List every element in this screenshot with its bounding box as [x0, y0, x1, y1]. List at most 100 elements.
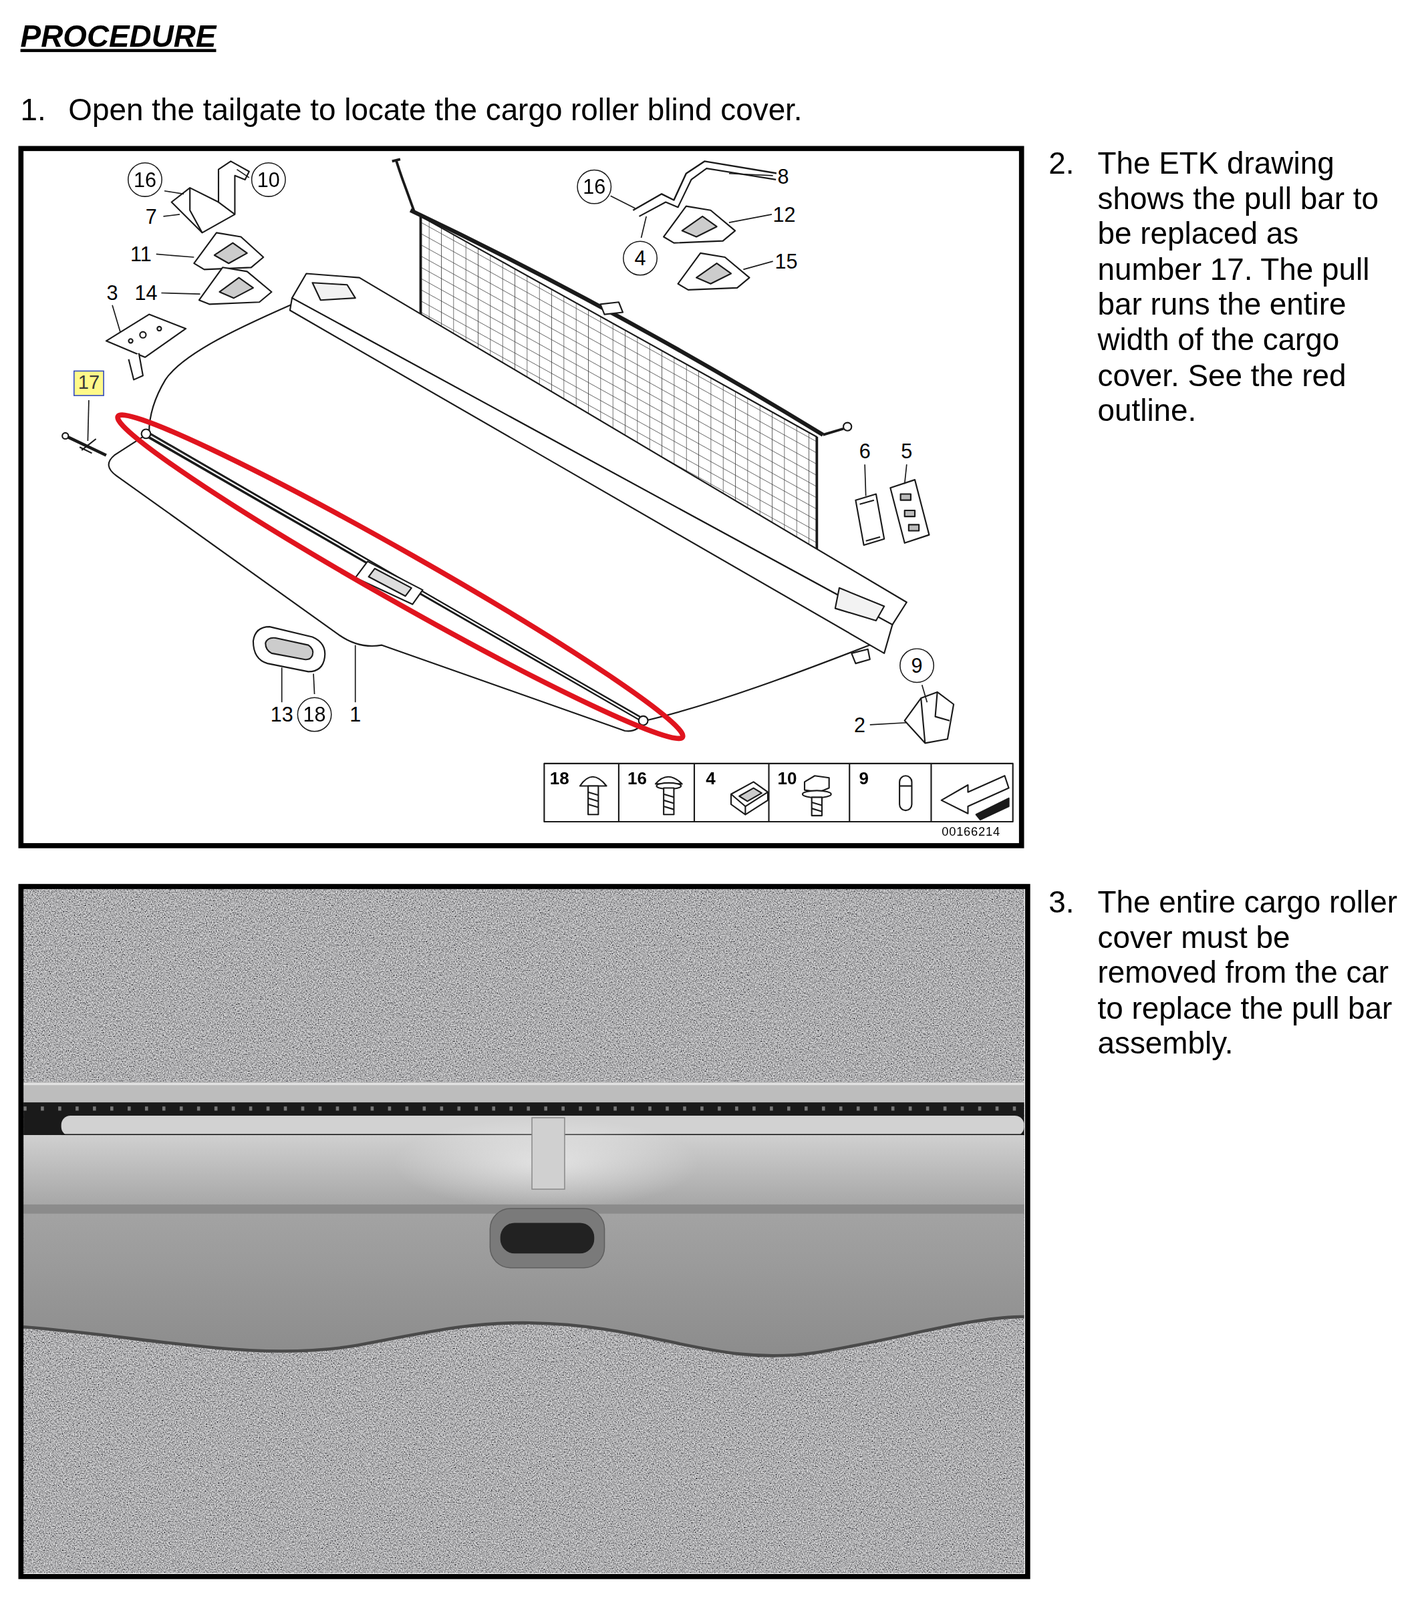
part-clip: [663, 206, 736, 244]
photo: [489, 1208, 605, 1269]
callout-number: 18: [303, 703, 327, 727]
leader-line: [156, 253, 195, 258]
roller-cassette: [290, 273, 907, 664]
fastener-table: [543, 763, 1013, 822]
step-number: 3.: [1048, 885, 1074, 921]
leader-line: [112, 305, 121, 333]
part-pin: [62, 433, 107, 456]
roller-cassette: [312, 282, 356, 301]
roller-cassette: [290, 298, 893, 654]
leader-line: [641, 216, 647, 238]
roller-cassette: [600, 302, 623, 315]
part-latch: [908, 524, 919, 531]
fastener-table: [811, 797, 822, 816]
photo: [23, 1106, 1024, 1111]
part-bracket: [171, 161, 250, 233]
fastener-table: [588, 785, 599, 815]
leader-line: [161, 293, 200, 295]
leader-line: [729, 173, 774, 176]
photo: [23, 1206, 1024, 1356]
part-holder: [904, 692, 954, 744]
callout-number: 16: [582, 175, 606, 199]
red-outline: [105, 394, 695, 759]
callout-number: 10: [257, 168, 280, 192]
table-cell-number: 10: [777, 769, 798, 789]
callout-number: 6: [858, 440, 872, 464]
callout-number: 17: [78, 371, 100, 395]
fastener-table: [899, 785, 912, 787]
photo: [392, 1117, 699, 1211]
part-clip: [663, 206, 750, 291]
fastener-table: [543, 763, 1013, 822]
part-latch: [900, 494, 911, 501]
leader-line: [904, 464, 907, 484]
callout-number: 8: [776, 165, 790, 189]
part-clip: [219, 277, 254, 299]
cargo-net: [843, 423, 852, 432]
pull-bar: [141, 429, 649, 726]
roller-cassette: [835, 588, 885, 621]
callout-number: 9: [911, 654, 923, 677]
step-text: The entire cargo roller cover must be re…: [1097, 885, 1404, 1062]
photo: [500, 1222, 595, 1254]
leader-line: [164, 191, 184, 195]
part-bracket: [171, 161, 250, 233]
leader-line: [729, 214, 772, 223]
part-cover: [860, 500, 881, 542]
leader-line: [87, 169, 927, 726]
fastener-table: [731, 781, 768, 807]
callout-circle: 9: [899, 648, 935, 683]
part-handle: [253, 626, 325, 672]
part-clip: [214, 243, 248, 264]
part-plate: [139, 332, 146, 339]
part-bracket: [189, 187, 235, 233]
fastener-table: [580, 777, 607, 787]
part-cover: [855, 494, 885, 546]
roller-cassette: [851, 649, 871, 664]
part-clip: [682, 216, 718, 238]
callout-number: 13: [269, 703, 295, 727]
leader-line: [87, 400, 89, 442]
part-plate: [106, 314, 186, 358]
step-text: Open the tailgate to locate the cargo ro…: [68, 92, 802, 129]
table-cell-number: 9: [858, 769, 869, 789]
part-holder: [904, 692, 954, 744]
step-number: 1.: [20, 92, 47, 129]
step-text: The ETK drawing shows the pull bar to be…: [1097, 145, 1404, 429]
callout-circle: 16: [127, 162, 163, 198]
pull-bar: [143, 433, 648, 724]
photo-frame: [20, 886, 1028, 1578]
leader-line: [163, 214, 180, 217]
callout-number: 7: [144, 205, 158, 228]
part-clip: [193, 232, 272, 305]
part-pin: [62, 433, 69, 440]
part-bracket: [632, 161, 778, 217]
part-pin: [65, 435, 107, 456]
pull-bar: [638, 716, 649, 726]
roller-cassette: [292, 273, 907, 625]
fastener-table: [899, 775, 912, 811]
part-plate: [128, 353, 144, 381]
pull-bar: [145, 433, 646, 722]
table-cell-number: 4: [705, 769, 716, 789]
fastener-table: [663, 788, 674, 816]
fastener-table: [663, 794, 674, 810]
callout-number: 16: [133, 168, 157, 192]
leader-line: [313, 673, 315, 695]
cargo-net: [823, 429, 844, 436]
photo: [531, 1117, 565, 1190]
fastener-table: [976, 798, 1010, 820]
callout-circle: 10: [251, 162, 287, 198]
part-clip: [678, 253, 750, 291]
photo: [23, 1317, 1024, 1356]
figure-frame: [20, 148, 1022, 847]
callout-number: 1: [348, 703, 363, 727]
leader-line: [864, 464, 867, 496]
callout-number: 3: [105, 282, 119, 305]
fastener-table: [588, 792, 599, 808]
fastener-table: [804, 775, 830, 792]
part-clip: [193, 232, 264, 270]
fastener-table: [731, 792, 768, 816]
callout-circle: 16: [576, 169, 612, 204]
